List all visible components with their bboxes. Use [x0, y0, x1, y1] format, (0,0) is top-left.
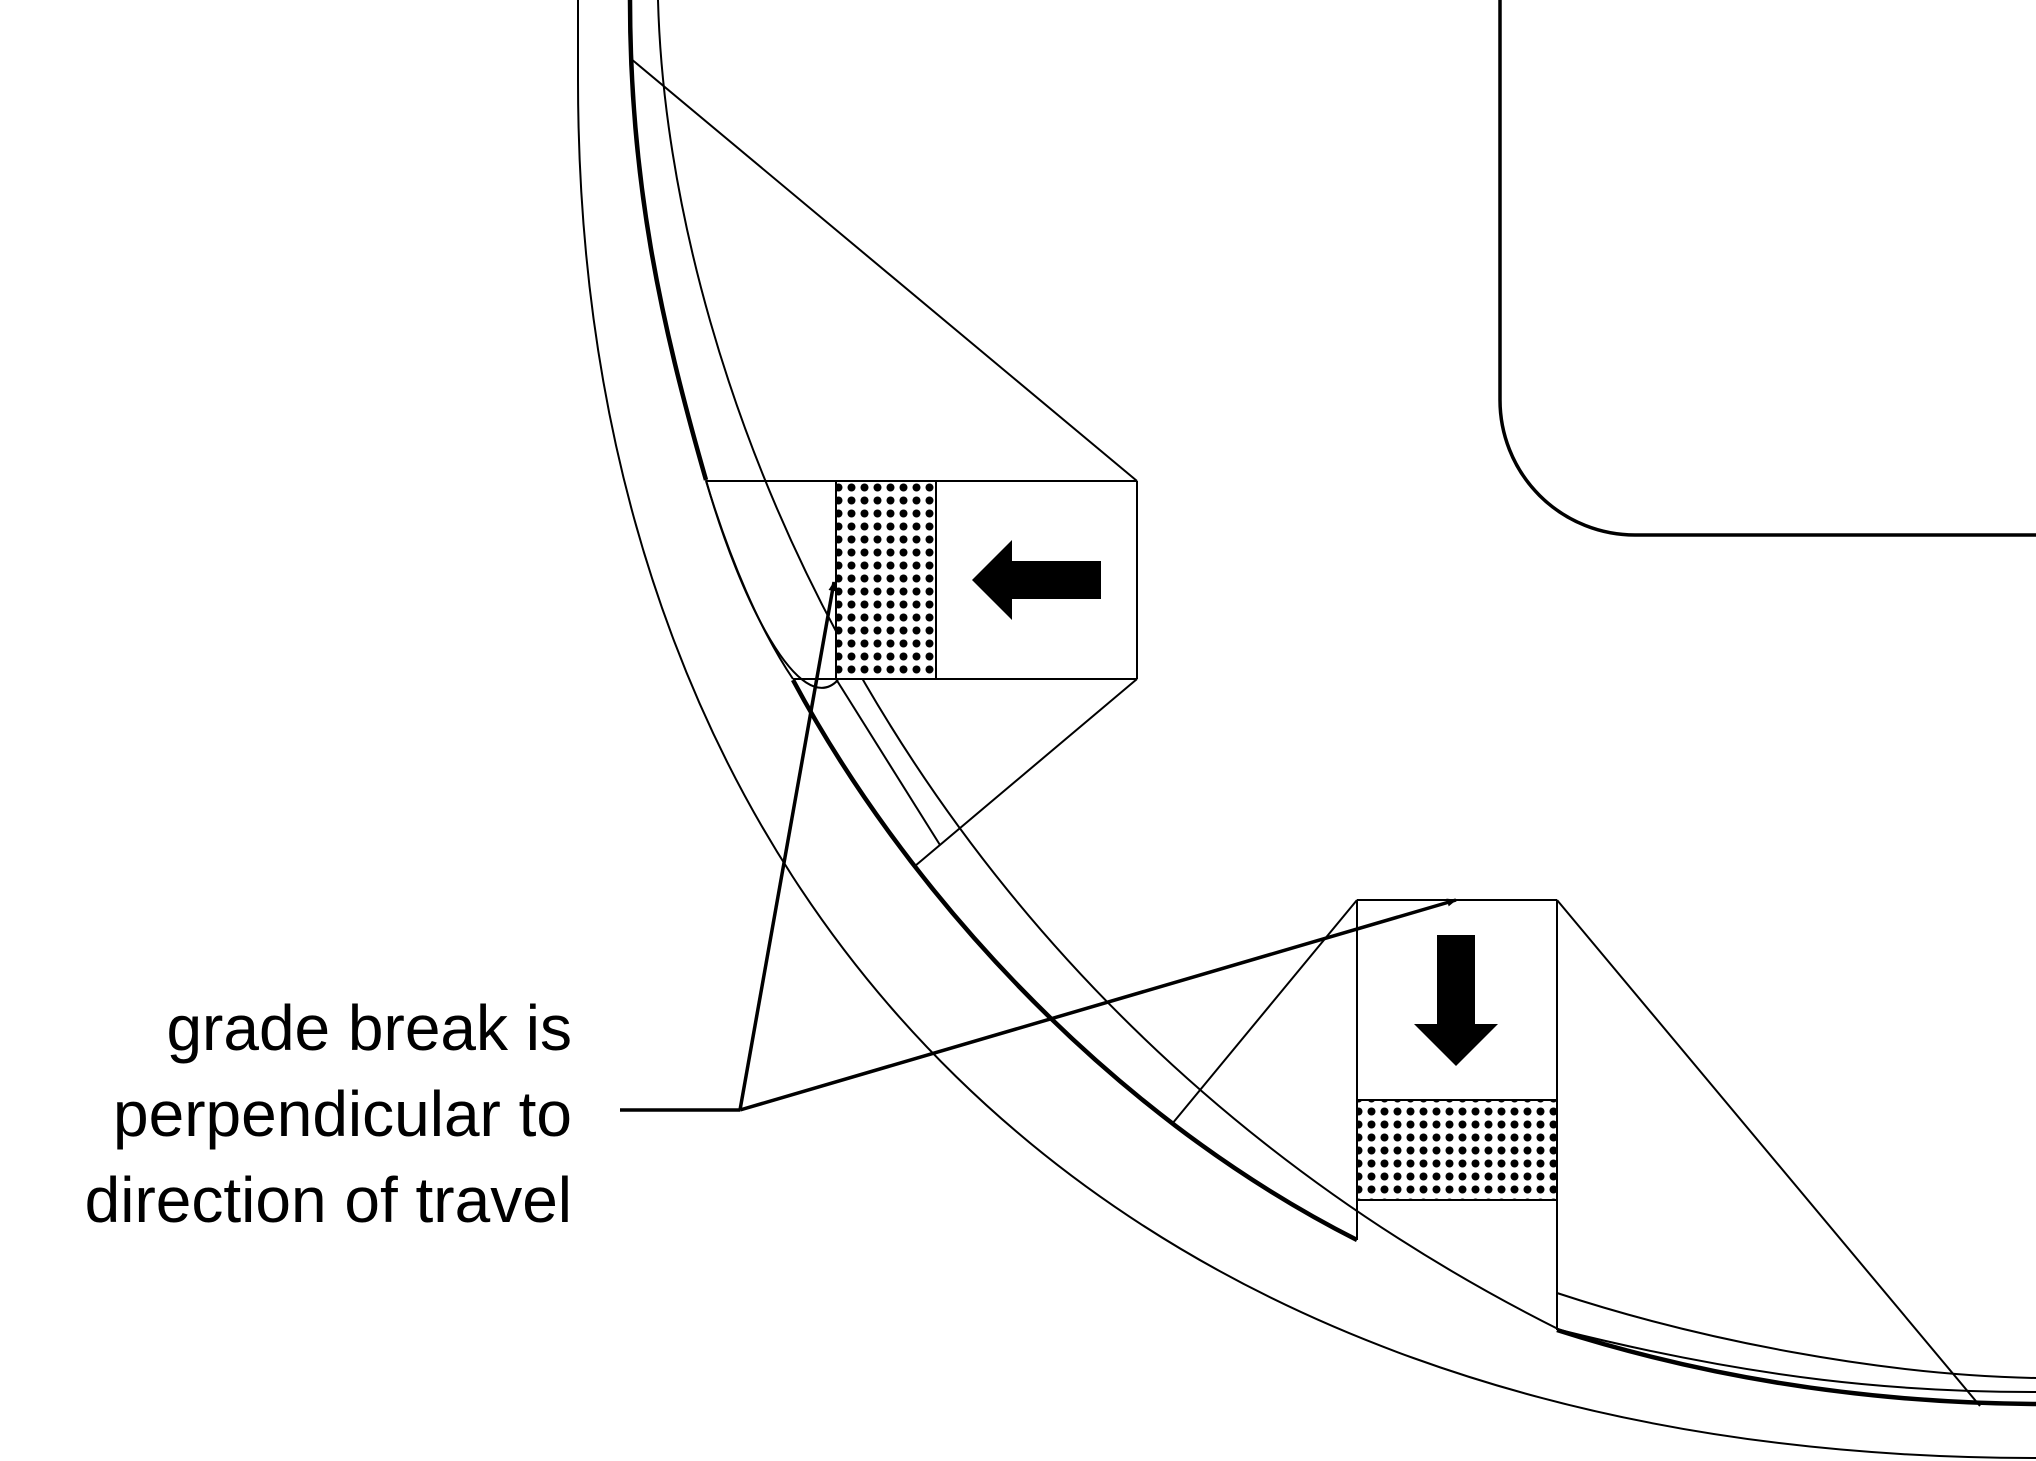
- curb-line-lower: [1556, 1327, 2036, 1407]
- curb-line-middle: [791, 678, 1359, 1243]
- lower-ramp-flare-left: [1171, 899, 1358, 1125]
- building-corner-outline: [1498, 0, 2036, 537]
- lower-curb-ramp: [1171, 899, 2036, 1407]
- inner-sidewalk-edge: [657, 0, 2036, 1393]
- upper-ramp-flare-top: [629, 57, 1138, 482]
- callout-line-2: perpendicular to: [113, 1078, 572, 1150]
- lower-detectable-warning-surface: [1356, 1099, 1558, 1201]
- lower-ramp-flare-right: [1556, 899, 1981, 1407]
- upper-ramp-grade-break-line: [705, 480, 794, 680]
- upper-ramp-side: [835, 678, 941, 846]
- grade-break-callout: grade break is perpendicular to directio…: [0, 985, 572, 1243]
- callout-leader: [620, 581, 1457, 1112]
- callout-leader-to-upper-ramp: [738, 581, 837, 1111]
- arrow-left-icon: [972, 540, 1101, 620]
- upper-detectable-warning-surface: [835, 480, 937, 680]
- callout-line-1: grade break is: [166, 992, 572, 1064]
- gutter-edge: [705, 479, 839, 689]
- outer-sidewalk-edge: [577, 0, 2036, 1459]
- curb-line-upper: [627, 0, 709, 481]
- lower-ramp-sidewalk-edge: [1556, 1292, 2036, 1379]
- callout-line-3: direction of travel: [84, 1164, 572, 1236]
- upper-curb-ramp: [629, 57, 1138, 867]
- callout-leader-to-lower-ramp: [739, 898, 1457, 1112]
- arrow-down-icon: [1414, 935, 1498, 1066]
- upper-ramp-flare-bottom: [914, 678, 1138, 867]
